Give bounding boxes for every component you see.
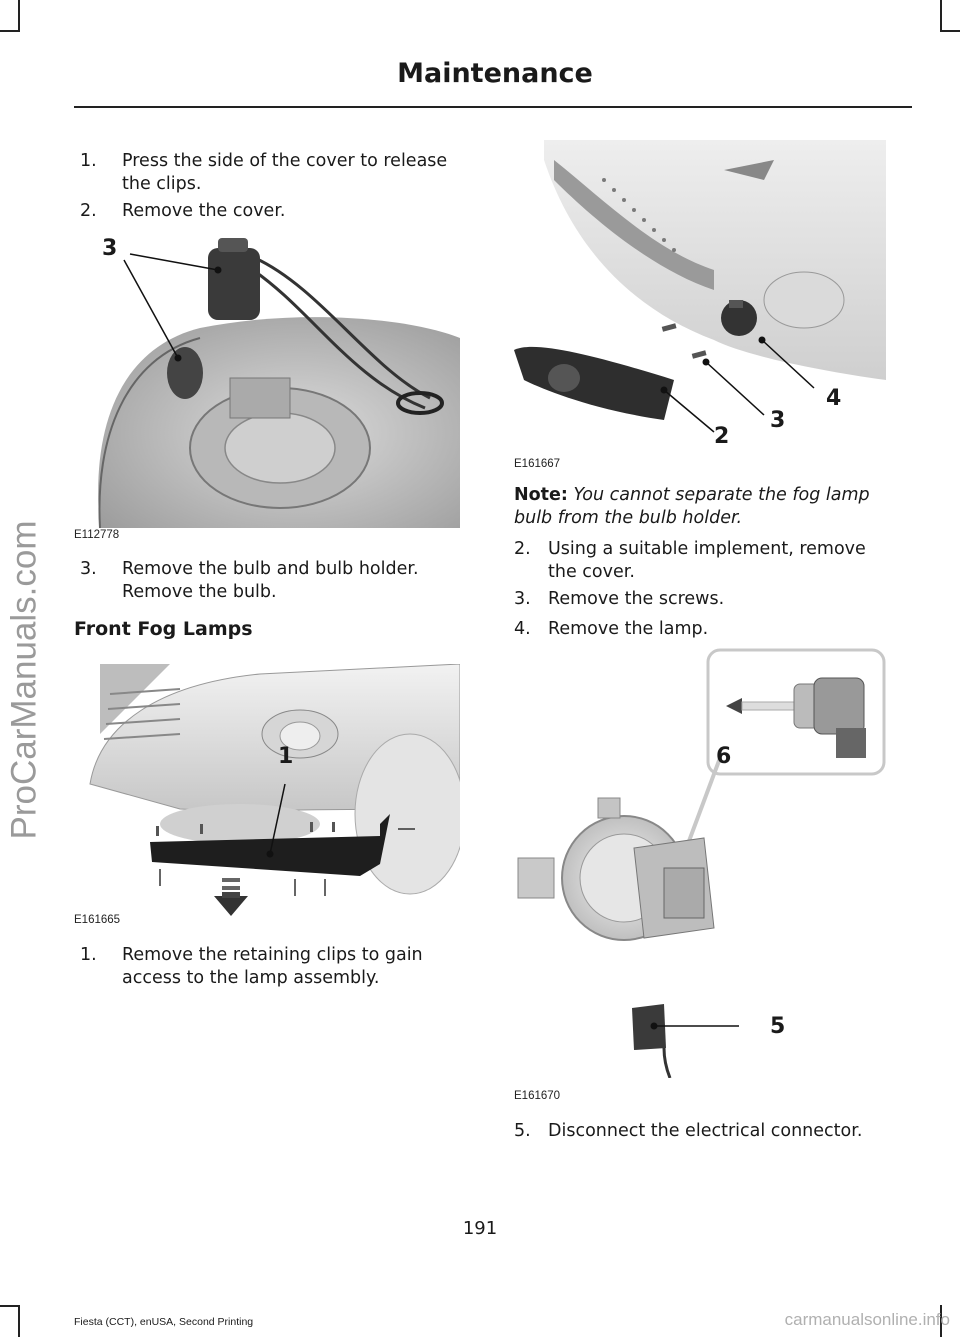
figure-code-e161670: E161670	[514, 1090, 561, 1102]
header-rule	[74, 106, 912, 108]
callout-3: 3	[770, 408, 786, 433]
fog-lamp-bulb-illustration	[517, 648, 886, 1078]
page-title: Maintenance	[397, 58, 593, 89]
callout-4: 4	[826, 386, 842, 411]
callout-5: 5	[770, 1014, 786, 1039]
step-r-3: 3. Remove the screws.	[514, 589, 725, 609]
note: Note: You cannot separate the fog lamp b…	[514, 485, 870, 528]
section-title-front-fog-lamps: Front Fog Lamps	[74, 618, 253, 640]
figure-fog-lamp-bulb: 6 5	[514, 648, 888, 1078]
crop-mark	[18, 0, 20, 32]
callout-1: 1	[278, 744, 294, 769]
figure-headlamp-bulb: 3	[80, 228, 460, 528]
figure-bumper-undertray: 1	[80, 664, 460, 922]
callout-2: 2	[714, 424, 730, 449]
page-number: 191	[462, 1218, 498, 1239]
step-2: 2. Remove the cover.	[80, 201, 286, 221]
step-3: 3. Remove the bulb and bulb holder.Remov…	[80, 559, 419, 602]
callout-3: 3	[102, 236, 118, 261]
figure-fog-lamp-cover: 2 3 4	[514, 140, 886, 458]
crop-mark	[18, 1305, 20, 1337]
headlamp-illustration	[80, 228, 460, 528]
step-1: 1. Press the side of the cover to releas…	[80, 151, 448, 194]
step-r-4: 4. Remove the lamp.	[514, 619, 709, 639]
bottom-watermark: carmanualsonline.info	[784, 1310, 950, 1329]
crop-mark	[940, 30, 960, 32]
figure-code-e112778: E112778	[74, 529, 120, 541]
fog-lamp-cover-illustration	[514, 140, 886, 433]
callout-6: 6	[716, 744, 732, 769]
callout-leader-lines	[123, 253, 222, 362]
figure-code-e161667: E161667	[514, 458, 561, 470]
bumper-illustration	[89, 664, 460, 916]
side-watermark: ProCarManuals.com	[4, 520, 43, 840]
figure-code-e161665: E161665	[74, 914, 121, 926]
crop-mark	[0, 1305, 18, 1307]
footer-text: Fiesta (CCT), enUSA, Second Printing	[74, 1316, 254, 1328]
step-r-5: 5. Disconnect the electrical connector.	[514, 1121, 863, 1141]
crop-mark	[940, 0, 942, 32]
crop-mark	[0, 30, 18, 32]
crop-mark	[940, 1305, 942, 1337]
